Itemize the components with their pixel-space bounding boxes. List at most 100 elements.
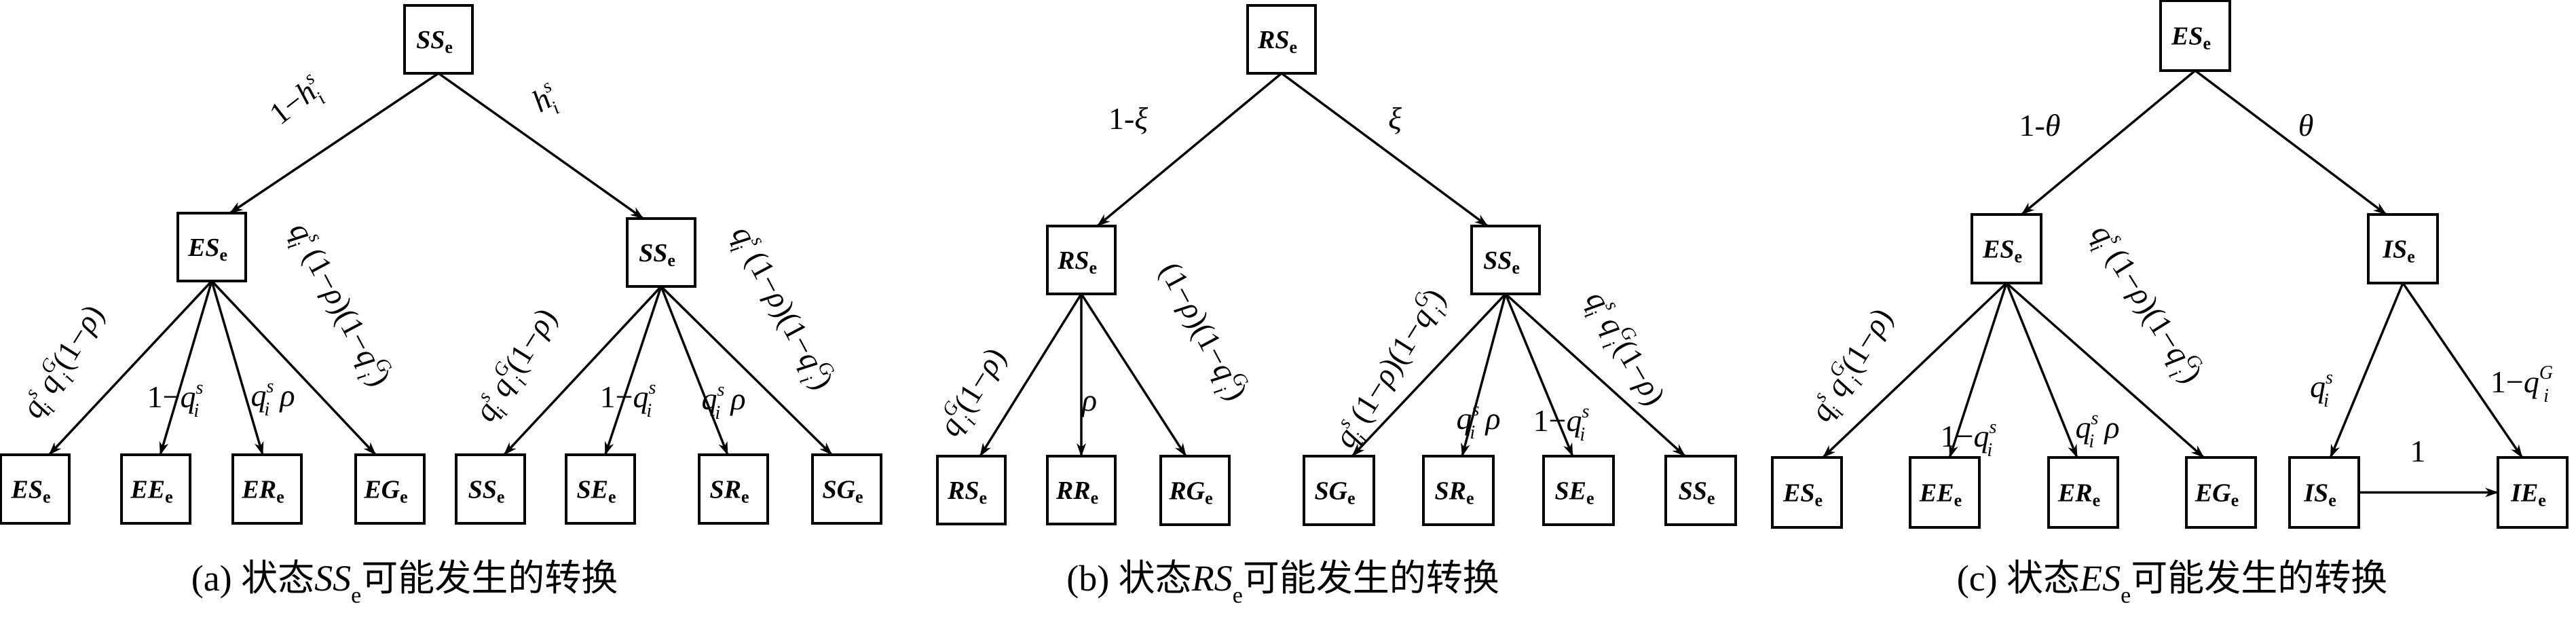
transition-arrow bbox=[603, 286, 662, 455]
state-box bbox=[1542, 455, 1615, 526]
state-label: RSe bbox=[1057, 246, 1097, 278]
transition-arrow bbox=[2329, 282, 2404, 458]
state-label: ESe bbox=[1982, 236, 2022, 267]
transition-arrow bbox=[1504, 293, 1686, 457]
transition-probability-label: 1-θ bbox=[2019, 108, 2061, 143]
state-label: EGe bbox=[2195, 479, 2239, 510]
state-label: IEe bbox=[2510, 479, 2546, 510]
state-label: EEe bbox=[130, 476, 172, 507]
state-box bbox=[1470, 225, 1541, 295]
state-node-a-leaf-ee: EEe bbox=[120, 453, 191, 525]
panel-caption-c: (c) 状态ESe可能发生的转换 bbox=[1957, 558, 2388, 608]
state-box bbox=[1664, 455, 1737, 526]
state-node-a-leaf-er: ERe bbox=[231, 453, 303, 525]
transition-arrow bbox=[1504, 293, 1574, 457]
state-label: SEe bbox=[576, 476, 616, 507]
state-node-c-root: ESe bbox=[2159, 0, 2231, 72]
transition-arrow bbox=[1948, 282, 2008, 458]
state-label: ESe bbox=[187, 233, 227, 265]
state-box bbox=[1422, 455, 1495, 526]
state-label: SSe bbox=[1679, 477, 1715, 508]
state-box bbox=[455, 453, 526, 525]
state-box bbox=[811, 453, 882, 525]
transition-probability-label: qsi (1−ρ)(1−qGi ) bbox=[1325, 281, 1458, 457]
state-box bbox=[1159, 455, 1231, 526]
state-node-c-leaf-er: ERe bbox=[2047, 456, 2119, 529]
state-node-a-leaf-ss: SSe bbox=[455, 453, 526, 525]
state-node-c-leaf-es: ESe bbox=[1771, 456, 1843, 529]
state-node-a-leaf-eg: EGe bbox=[354, 453, 426, 525]
transition-probability-label: qsi qGi (1−ρ) bbox=[1573, 284, 1674, 415]
state-node-b-leaf-ss: SSe bbox=[1664, 455, 1737, 526]
captions-layer: (a) 状态SSe可能发生的转换(b) 状态RSe可能发生的转换(c) 状态ES… bbox=[191, 558, 2388, 608]
state-node-b-leaf-sg: SGe bbox=[1303, 455, 1375, 526]
state-node-b-leaf-rr: RRe bbox=[1046, 455, 1117, 525]
state-box bbox=[231, 453, 303, 525]
state-node-b-leaf-rg: RGe bbox=[1159, 455, 1231, 526]
state-box bbox=[698, 453, 769, 525]
transition-arrow bbox=[1822, 282, 2008, 459]
state-label: SSe bbox=[416, 26, 453, 57]
state-box bbox=[1046, 225, 1117, 295]
state-label: ERe bbox=[2057, 479, 2100, 510]
transition-probability-label: qsi qGi (1−ρ) bbox=[1802, 301, 1905, 431]
transition-arrow bbox=[1461, 293, 1507, 457]
transition-arrow bbox=[2005, 282, 2078, 458]
state-box bbox=[1303, 455, 1375, 526]
state-label: ESe bbox=[1782, 479, 1823, 510]
transition-arrow bbox=[210, 280, 377, 456]
state-box bbox=[2159, 0, 2231, 72]
state-label: SSe bbox=[468, 476, 505, 507]
state-label: RSe bbox=[1257, 26, 1297, 57]
transition-arrow bbox=[2402, 282, 2524, 458]
transition-probability-label: 1 bbox=[2410, 434, 2426, 468]
transition-probability-label: θ bbox=[2298, 108, 2314, 143]
state-box bbox=[1771, 456, 1843, 529]
state-box bbox=[2288, 456, 2360, 529]
state-node-b-mid-rs: RSe bbox=[1046, 225, 1117, 295]
state-box bbox=[403, 4, 474, 75]
state-box bbox=[354, 453, 426, 525]
panel-caption-b: (b) 状态RSe可能发生的转换 bbox=[1066, 558, 1499, 608]
state-box bbox=[1046, 455, 1117, 525]
state-label: RGe bbox=[1168, 477, 1212, 508]
state-box bbox=[565, 453, 636, 525]
state-node-a-leaf-sr: SRe bbox=[698, 453, 769, 525]
state-node-a-leaf-sg: SGe bbox=[811, 453, 882, 525]
state-box bbox=[936, 455, 1007, 525]
state-node-b-leaf-sr: SRe bbox=[1422, 455, 1495, 526]
state-node-b-leaf-rs: RSe bbox=[936, 455, 1007, 525]
transition-arrow bbox=[2021, 69, 2197, 216]
transition-probability-label: qsi (1−ρ)(1−qGi ) bbox=[2078, 217, 2211, 392]
state-box bbox=[1909, 456, 1981, 529]
state-box bbox=[626, 217, 696, 288]
transition-arrow bbox=[1351, 293, 1507, 457]
transition-arrow bbox=[2194, 69, 2387, 216]
state-label: SGe bbox=[1314, 477, 1355, 508]
state-label: SEe bbox=[1554, 477, 1594, 508]
transition-probability-label: qGi (1−ρ) bbox=[930, 340, 1019, 445]
state-label: SSe bbox=[1483, 246, 1520, 278]
transition-probability-label: ξ bbox=[1388, 101, 1402, 136]
state-box bbox=[0, 453, 71, 525]
transition-arrow bbox=[210, 280, 264, 455]
transition-arrow bbox=[660, 285, 833, 456]
edges-layer bbox=[48, 69, 2524, 498]
state-label: ESe bbox=[10, 476, 50, 507]
state-label: SGe bbox=[822, 476, 863, 507]
state-node-c-leaf-eg: EGe bbox=[2185, 456, 2257, 529]
state-label: EEe bbox=[1919, 479, 1962, 510]
transition-probability-label: qsi (1−ρ)(1−qGi ) bbox=[719, 219, 842, 398]
state-label: SRe bbox=[1434, 477, 1474, 508]
